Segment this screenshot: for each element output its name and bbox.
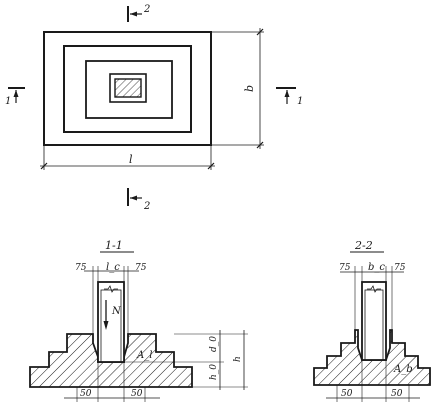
svg-text:l_c: l_c bbox=[106, 262, 120, 273]
svg-text:50: 50 bbox=[341, 389, 353, 399]
section-2-2-title: 2-2 bbox=[354, 239, 373, 252]
svg-text:h_0: h_0 bbox=[209, 364, 219, 380]
column-1-1 bbox=[97, 281, 125, 363]
dimension-length: l bbox=[40, 145, 215, 170]
section-1-left-mark: 1 bbox=[5, 87, 25, 107]
section-2-bottom-mark: 2 bbox=[127, 188, 150, 212]
svg-text:d_0: d_0 bbox=[209, 336, 219, 352]
svg-text:75: 75 bbox=[394, 263, 406, 273]
svg-text:50: 50 bbox=[391, 389, 403, 399]
plan-column bbox=[114, 78, 142, 98]
svg-text:l: l bbox=[129, 153, 133, 166]
plan-inner-step bbox=[85, 60, 173, 119]
svg-text:1: 1 bbox=[297, 96, 303, 107]
svg-text:b_c: b_c bbox=[368, 262, 385, 273]
svg-text:A_l: A_l bbox=[136, 350, 152, 361]
svg-text:50: 50 bbox=[80, 389, 92, 399]
plan-middle-step bbox=[63, 45, 192, 133]
svg-text:h: h bbox=[233, 356, 243, 362]
svg-text:N: N bbox=[111, 306, 122, 317]
plan-outer-step bbox=[43, 31, 212, 146]
svg-text:1: 1 bbox=[5, 96, 11, 107]
svg-text:b: b bbox=[243, 85, 256, 92]
column-2-2 bbox=[361, 281, 387, 361]
svg-text:2: 2 bbox=[143, 4, 150, 15]
svg-text:75: 75 bbox=[135, 263, 147, 273]
section-1-right-mark: 1 bbox=[276, 87, 303, 107]
section-1-1-title: 1-1 bbox=[105, 239, 123, 252]
plan-column-outline bbox=[109, 73, 147, 103]
section-2-2: 2-2 A_b 75 b_c 75 50 50 bbox=[313, 239, 431, 402]
section-2-top-mark: 2 bbox=[127, 4, 150, 22]
section-1-1: 1-1 N A_l 75 l_c 75 d_0 h_0 h bbox=[29, 239, 248, 402]
dimension-width: b bbox=[211, 28, 264, 149]
svg-text:50: 50 bbox=[131, 389, 143, 399]
svg-text:75: 75 bbox=[339, 263, 351, 273]
svg-text:A_b: A_b bbox=[393, 364, 413, 375]
plan-view: 2 2 1 1 l bbox=[5, 4, 303, 212]
svg-text:75: 75 bbox=[75, 263, 87, 273]
svg-text:2: 2 bbox=[143, 201, 150, 212]
